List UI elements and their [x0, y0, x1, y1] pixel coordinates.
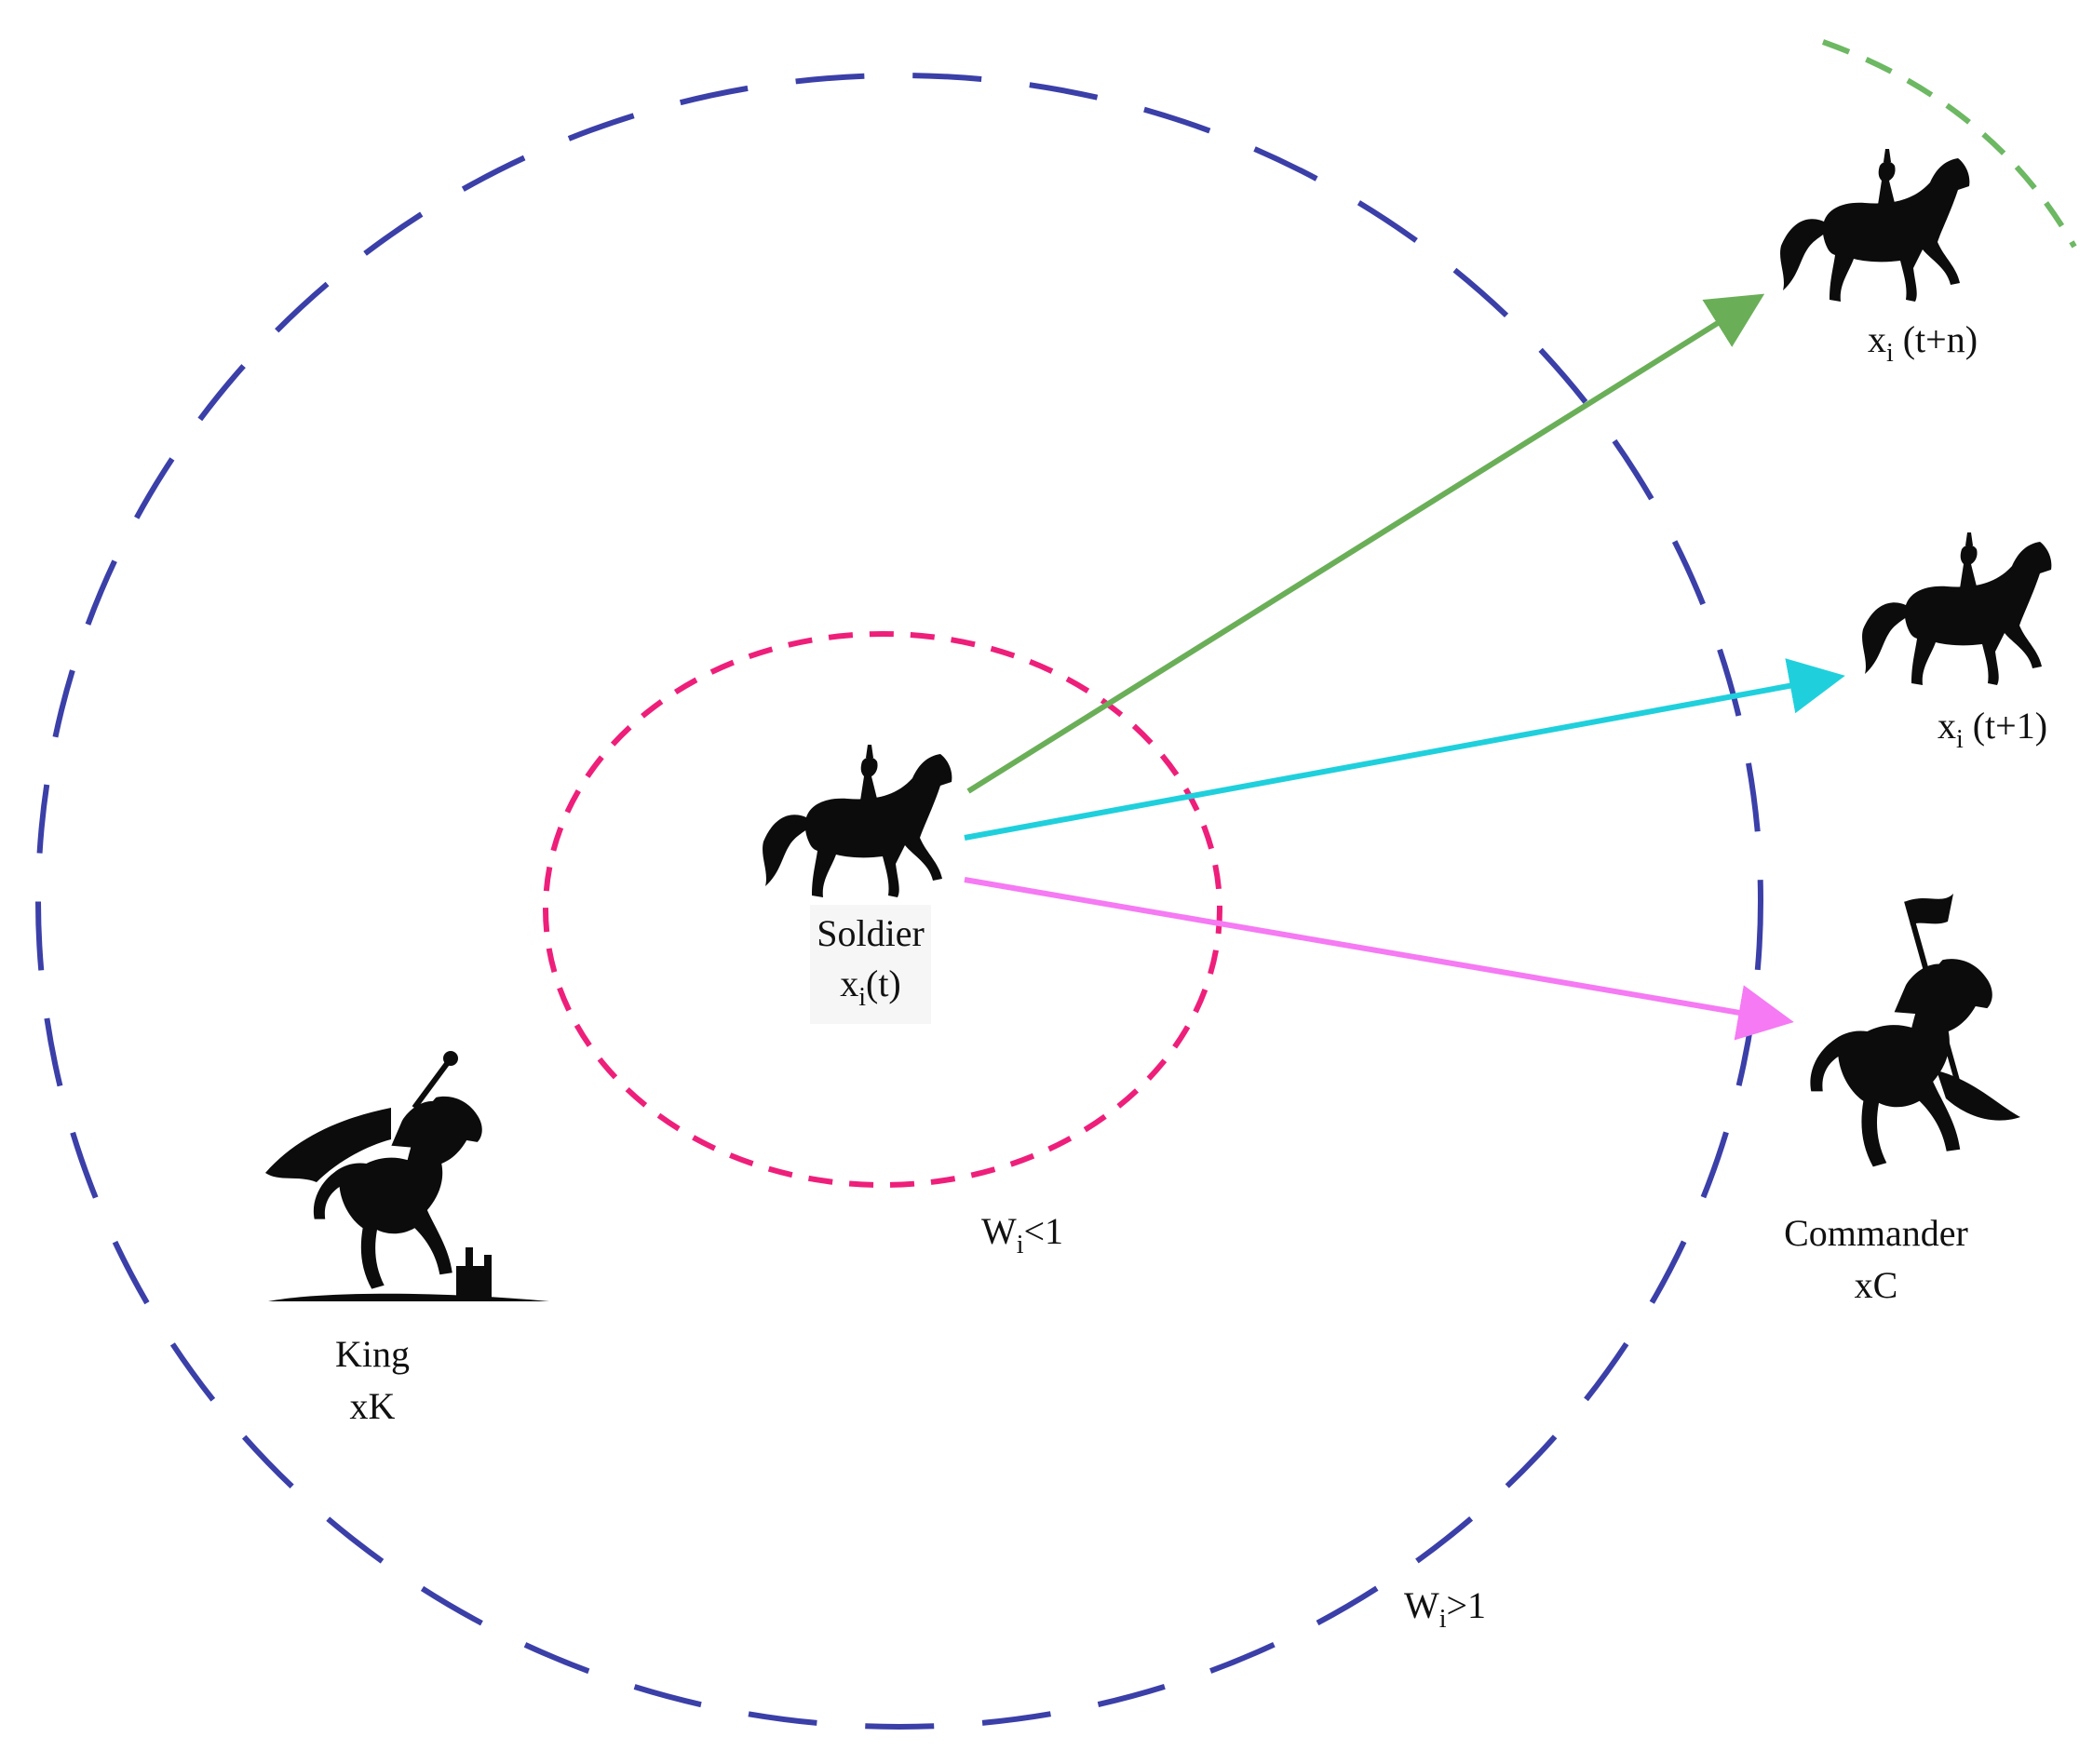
arrow-to-t-plus-n [966, 293, 1765, 794]
king-name-label: King [335, 1333, 410, 1375]
king-castle-icon [456, 1247, 492, 1301]
arrow-to-commander [964, 877, 1794, 1041]
soldier-name-label: Soldier [817, 912, 925, 954]
commander-lance-icon [1904, 900, 1965, 1101]
t-plus-1-label: xi (t+1) [1938, 705, 2047, 754]
king-scepter-orb-icon [443, 1051, 458, 1066]
king-var-label: xK [350, 1385, 396, 1427]
arrow-to-t-plus-1 [964, 658, 1845, 841]
inner-ring [543, 631, 1222, 1188]
commander-tail-icon [1937, 1071, 2020, 1121]
soldier-horse-rider-icon [763, 745, 952, 897]
commander-rearing-horse-icon [1810, 894, 2020, 1167]
king-ground-icon [268, 1293, 549, 1301]
outer-ring-weight-label: Wi>1 [1404, 1584, 1486, 1634]
t-plus-1-horse-rider-icon [1862, 532, 2052, 685]
t-plus-n-horse-rider-icon [1780, 149, 1970, 302]
inner-ring-weight-label: Wi<1 [981, 1210, 1063, 1259]
commander-flag-icon [1907, 894, 1953, 925]
king-rearing-horse-icon [265, 1051, 549, 1301]
t-plus-n-label: xi (t+n) [1868, 318, 1978, 368]
commander-name-label: Commander [1784, 1212, 1968, 1254]
soldier-label-bg [810, 905, 931, 1024]
outer-ring [35, 73, 1763, 1730]
soldier-position-label: xi(t) [840, 963, 901, 1012]
edge-ring-arc [1821, 39, 2077, 249]
commander-var-label: xC [1855, 1264, 1898, 1306]
king-cape-icon [265, 1108, 391, 1182]
king-scepter-icon [412, 1059, 452, 1110]
